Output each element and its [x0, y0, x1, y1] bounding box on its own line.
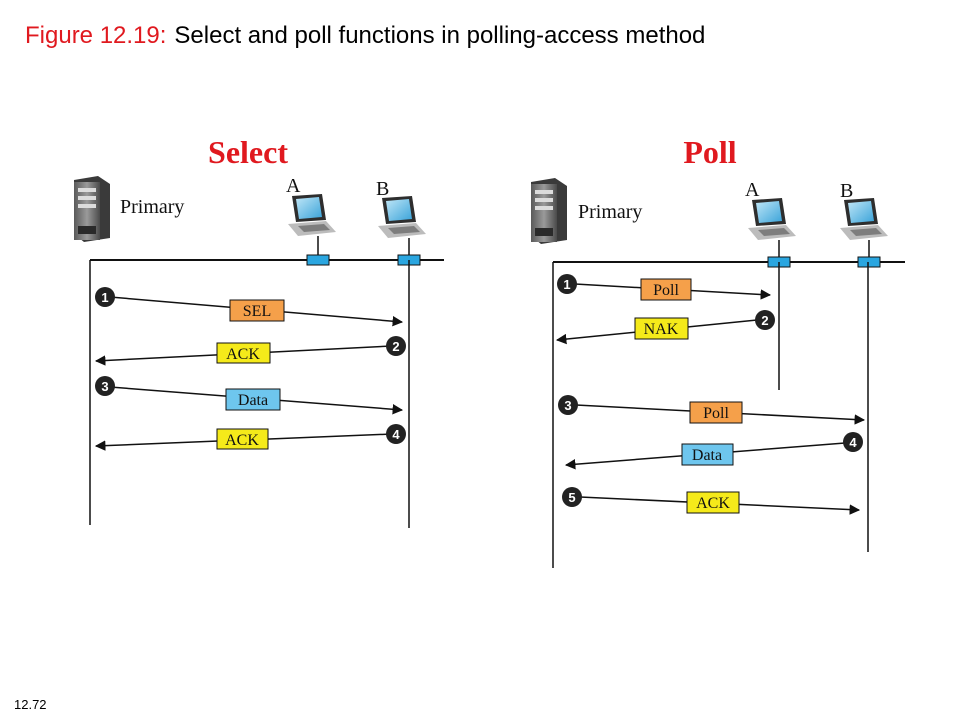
step-2-badge — [386, 336, 406, 356]
svg-text:5: 5 — [568, 490, 575, 505]
msg-label-nak: NAK — [644, 321, 679, 338]
select-message-2: 2 ACK — [94, 336, 406, 366]
poll-message-3: 3 Poll — [558, 395, 866, 425]
figure-number: Figure 12.19: — [25, 22, 167, 49]
svg-text:2: 2 — [392, 339, 399, 354]
station-a-label: A — [286, 175, 301, 197]
station-b-tap — [857, 256, 881, 268]
step-1-badge — [95, 287, 115, 307]
step-2-badge — [755, 310, 775, 330]
step-5-badge — [562, 487, 582, 507]
station-a-tap — [306, 254, 330, 266]
poll-heading: Poll — [683, 134, 736, 170]
station-b-laptop-icon — [378, 196, 426, 238]
svg-text:3: 3 — [564, 398, 571, 413]
figure-caption: Select and poll functions in polling-acc… — [174, 22, 706, 49]
poll-message-2: 2 NAK — [555, 310, 775, 345]
msg-label-data: Data — [238, 392, 268, 409]
primary-label: Primary — [120, 196, 184, 218]
slide-number: 12.72 — [14, 697, 47, 712]
select-message-4: 4 ACK — [94, 424, 406, 451]
msg-label-ack: ACK — [225, 432, 259, 449]
primary-server-icon — [74, 176, 110, 242]
station-b-label: B — [840, 180, 853, 202]
select-message-3: 3 Data — [95, 376, 404, 415]
step-4-badge — [386, 424, 406, 444]
primary-server-icon — [531, 178, 567, 244]
station-a-laptop-icon — [748, 198, 796, 240]
step-1-badge — [557, 274, 577, 294]
select-panel: Select Primary A B — [74, 134, 444, 528]
step-3-badge — [95, 376, 115, 396]
svg-text:2: 2 — [761, 313, 768, 328]
msg-label-sel: SEL — [243, 303, 271, 320]
svg-text:4: 4 — [392, 427, 400, 442]
svg-text:1: 1 — [101, 290, 108, 305]
select-heading: Select — [208, 134, 288, 170]
station-b-label: B — [376, 178, 389, 200]
station-a-laptop-icon — [288, 194, 336, 236]
poll-panel: Poll Primary A B — [531, 134, 905, 568]
station-a-label: A — [745, 179, 760, 201]
poll-message-5: 5 ACK — [562, 487, 861, 515]
svg-text:3: 3 — [101, 379, 108, 394]
msg-label-poll: Poll — [703, 405, 729, 422]
slide-title: Figure 12.19: Select and poll functions i… — [25, 22, 705, 50]
primary-label: Primary — [578, 201, 642, 223]
msg-label-ack: ACK — [696, 495, 730, 512]
svg-text:1: 1 — [563, 277, 570, 292]
station-b-laptop-icon — [840, 198, 888, 240]
svg-text:4: 4 — [849, 435, 857, 450]
msg-label-ack: ACK — [226, 346, 260, 363]
poll-message-1: 1 Poll — [557, 274, 772, 301]
msg-label-data: Data — [692, 447, 722, 464]
select-message-1: 1 SEL — [95, 287, 404, 327]
step-3-badge — [558, 395, 578, 415]
step-4-badge — [843, 432, 863, 452]
poll-message-4: 4 Data — [564, 432, 863, 470]
msg-label-poll: Poll — [653, 282, 679, 299]
